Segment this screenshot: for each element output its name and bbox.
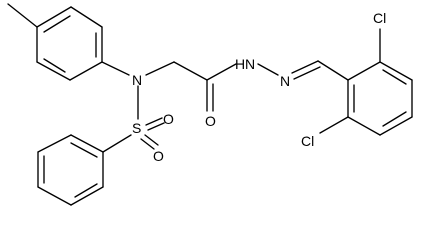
bond-cl-bottom — [319, 116, 349, 134]
atom-cl-bottom: Cl — [301, 133, 314, 149]
atom-o-carbonyl: O — [205, 113, 216, 129]
bond-s-o-1a — [145, 117, 163, 126]
bond-tolyl-n — [101, 61, 130, 76]
bond-ch2-co — [173, 61, 208, 81]
atom-h-hydrazide: H — [235, 56, 245, 72]
bond-imine-1 — [291, 60, 319, 74]
atom-s-sulfonyl: S — [132, 120, 141, 136]
dichlorophenyl-ring — [347, 61, 413, 136]
atom-o-sulfonyl-1: O — [163, 111, 174, 127]
bond-s-o-2a — [144, 134, 159, 146]
bond-s-o-2b — [140, 138, 155, 150]
bond-s-phenyl — [102, 134, 132, 153]
tolyl-ring — [36, 6, 103, 81]
bond-ch-aryl — [317, 60, 349, 81]
bond-layer — [7, 3, 413, 206]
bond-methyl — [7, 3, 38, 28]
phenyl-ring — [37, 134, 104, 206]
atom-n-hydrazide: N — [245, 56, 255, 72]
bond-imine-2 — [293, 66, 321, 80]
atom-cl-top: Cl — [373, 10, 386, 26]
atom-o-sulfonyl-2: O — [153, 148, 164, 164]
molecule-structure: N S O O O N H N Cl Cl — [7, 3, 413, 206]
bond-co-nh — [206, 63, 237, 81]
bond-s-o-1b — [147, 122, 165, 131]
bond-n-ch2 — [145, 61, 175, 76]
atom-n-imine: N — [280, 73, 290, 89]
atom-labels: N S O O O N H N Cl Cl — [132, 10, 386, 164]
bond-nh-n — [257, 63, 279, 76]
atom-n-amine: N — [132, 72, 142, 88]
